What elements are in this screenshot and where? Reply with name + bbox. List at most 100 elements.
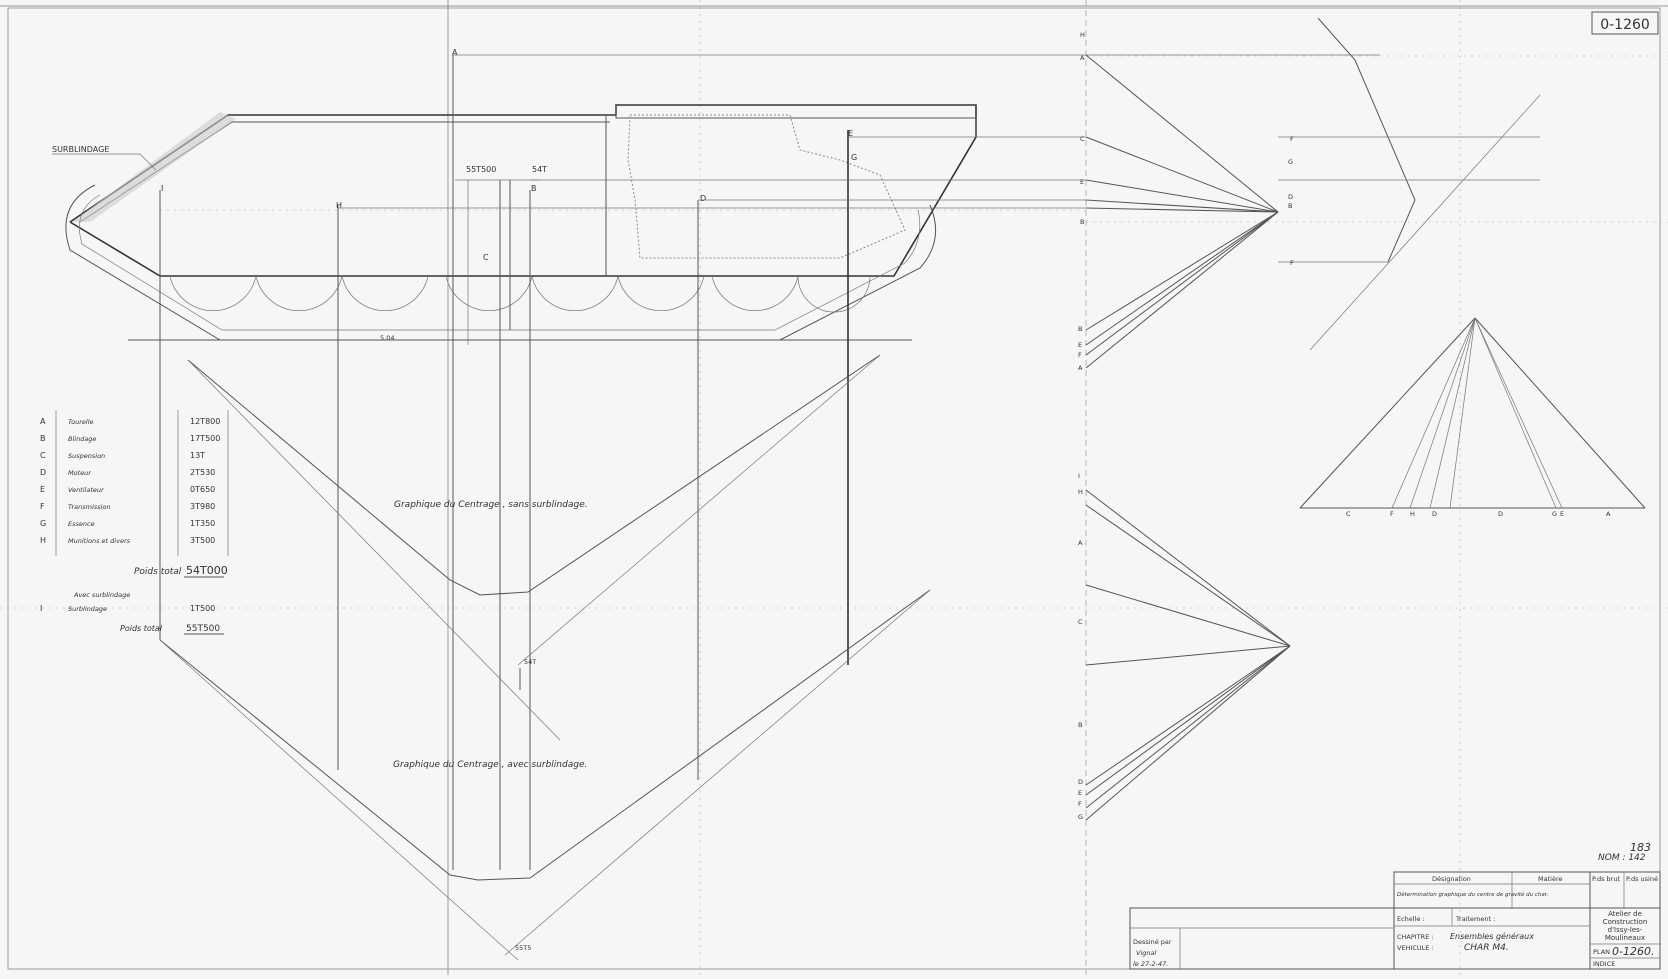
legend-value: 2T530 [190, 468, 215, 477]
funicular-letter: I [1078, 472, 1080, 480]
legend-total-label: Poids total [134, 567, 182, 577]
funicular-letter: F [1078, 351, 1082, 359]
funicular-polygon-top [1085, 17, 1541, 369]
tb-traitement-label: Traitement : [1455, 915, 1495, 923]
legend-key: B [40, 434, 46, 443]
funicular-letter: G [1288, 158, 1293, 166]
legend-key: H [40, 536, 46, 545]
tb-dessine-date: le 27-2-47. [1133, 960, 1168, 968]
funicular-letter: F [1290, 259, 1294, 267]
legend-name: Tourelle [68, 418, 94, 426]
legend-value: 3T980 [190, 502, 215, 511]
funicular-letter: C [1078, 618, 1083, 626]
legend-name: Suspension [68, 452, 105, 460]
funicular-letter: A [1078, 539, 1083, 547]
hull-length: 5.04 [380, 334, 394, 342]
legend-key: E [40, 485, 45, 494]
legend-value: 3T500 [190, 536, 215, 545]
funicular-letter: F [1078, 800, 1082, 808]
sheet-border [7, 7, 1661, 970]
legend-name: Blindage [68, 435, 96, 443]
legend-surblindage-key: I [40, 604, 42, 613]
funicular-letter: B [1078, 325, 1082, 333]
legend-surblindage-name: Surblindage [68, 605, 107, 613]
legend-value: 1T350 [190, 519, 215, 528]
legend-name: Munitions et divers [68, 537, 131, 545]
tb-echelle-label: Echelle : [1397, 915, 1425, 923]
tb-dessine-name: Vignal [1136, 949, 1156, 957]
tb-indice-label: INDICE [1593, 960, 1615, 968]
funicular-letter: D [1432, 510, 1437, 518]
funicular-letter: C [1346, 510, 1351, 518]
funicular-letter: F [1390, 510, 1394, 518]
drawing-number: 0-1260 [1600, 17, 1650, 33]
svg-text:C: C [483, 253, 489, 262]
legend-name: Ventilateur [68, 486, 105, 494]
tb-plan-value: 0-1260. [1612, 945, 1654, 958]
title-block: Désignation Matière P.ds brut P.ds usiné… [1129, 871, 1661, 970]
tb-designation-value: Détermination graphique du centre de gra… [1397, 891, 1549, 898]
legend-key: G [40, 519, 46, 528]
legend-value: 12T800 [190, 417, 220, 426]
projection-lines [159, 54, 1086, 870]
funicular-letter: E [1078, 789, 1082, 797]
graph2-point: 55T5 [515, 944, 531, 952]
tb-chapitre-label: CHAPITRE : [1397, 933, 1434, 941]
tb-chapitre-value: Ensembles généraux [1450, 931, 1534, 941]
tb-brut-label: P.ds brut [1592, 875, 1620, 883]
legend-value: 13T [190, 451, 205, 460]
svg-text:A: A [452, 48, 458, 57]
graph1-title: Graphique du Centrage , sans surblindage… [394, 500, 588, 510]
funicular-letter: E [1080, 178, 1084, 186]
tb-plan-label: PLAN [1593, 948, 1610, 956]
funicular-letter: G [1078, 813, 1083, 821]
legend-key: D [40, 468, 46, 477]
tb-dessine-label: Dessiné par [1133, 938, 1172, 946]
funicular-letter: D [1288, 193, 1293, 201]
funicular-polygon-bottom [1085, 489, 1291, 821]
funicular-letter: H [1410, 510, 1415, 518]
tb-vehicule-value: CHAR M4. [1464, 943, 1509, 953]
hull-weight-55: 55T500 [466, 165, 496, 174]
nom-reference: 183 NOM : 142 [1598, 841, 1651, 863]
funicular-letter: C [1080, 135, 1085, 143]
svg-text:G: G [851, 153, 857, 162]
funicular-letter: B [1288, 202, 1292, 210]
legend-value: 0T650 [190, 485, 215, 494]
tb-atelier: Atelier de Construction d'Issy-les-Mouli… [1602, 910, 1648, 942]
graph-avec-surblindage: 55T5 Graphique du Centrage , avec surbli… [159, 589, 931, 961]
legend-total-value: 54T000 [186, 564, 228, 577]
funicular-letter: B [1080, 218, 1084, 226]
legend-name: Moteur [68, 469, 92, 477]
nom-label: NOM : 142 [1598, 853, 1646, 863]
tb-vehicule-label: VEHICULE : [1397, 944, 1434, 952]
nom-number: 183 [1630, 841, 1651, 854]
svg-text:H: H [336, 201, 342, 210]
funicular-letter: A [1078, 364, 1083, 372]
svg-text:I: I [161, 184, 163, 193]
svg-text:D: D [700, 194, 706, 203]
legend-key: A [40, 417, 46, 426]
legend-total2-value: 55T500 [186, 624, 220, 634]
funicular-letter: B [1078, 721, 1082, 729]
graph2-title: Graphique du Centrage , avec surblindage… [393, 760, 587, 770]
legend-surblindage-value: 1T500 [190, 604, 215, 613]
tb-designation-label: Désignation [1432, 875, 1471, 883]
legend-total2-label: Poids total [120, 624, 163, 633]
funicular-letter: A [1606, 510, 1611, 518]
graph1-point: 54T [524, 658, 536, 666]
tb-matiere-label: Matière [1538, 875, 1562, 883]
funicular-letter: D [1498, 510, 1503, 518]
legend-avec-label: Avec surblindage [73, 591, 130, 599]
hull-weight-54: 54T [532, 165, 547, 174]
svg-text:E: E [848, 129, 853, 138]
svg-text:B: B [531, 184, 537, 193]
funicular-letter: E [1078, 341, 1082, 349]
legend-key: C [40, 451, 46, 460]
tb-usine-label: P.ds usiné [1626, 875, 1658, 883]
legend-key: F [40, 502, 45, 511]
